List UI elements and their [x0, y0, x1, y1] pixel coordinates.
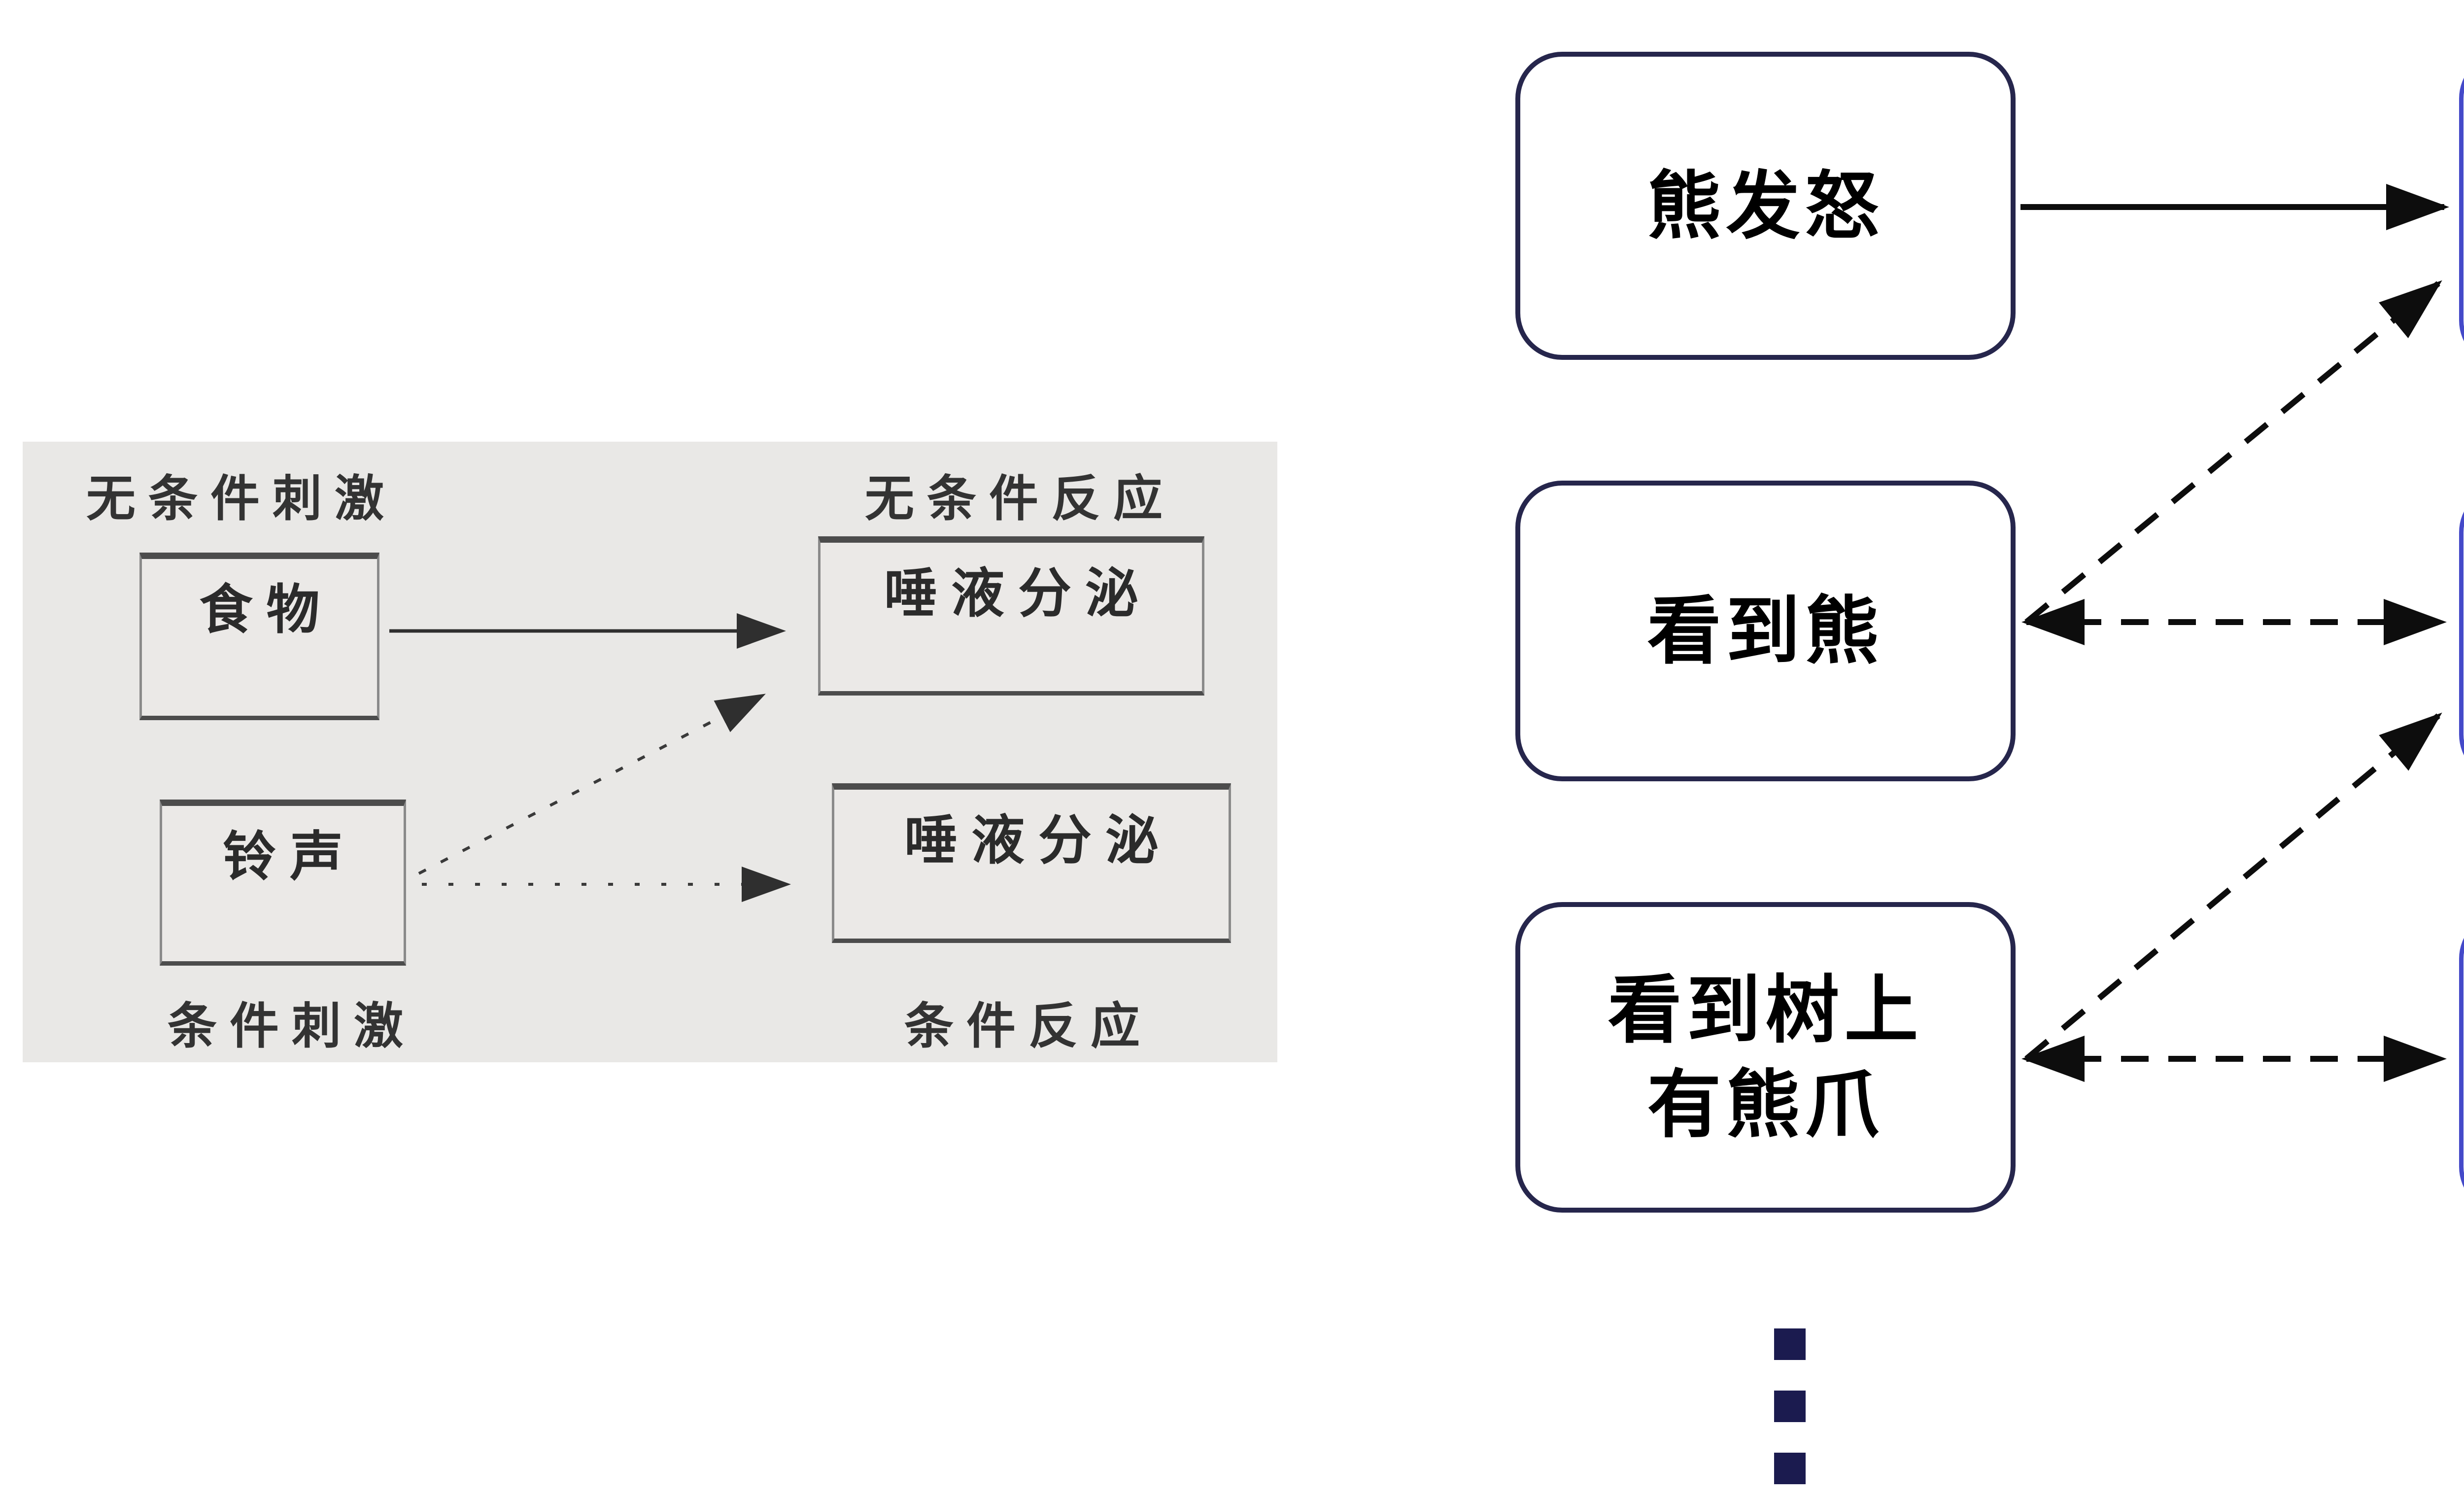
node-bear-anger-label: 熊发怒	[1647, 164, 1884, 247]
node-bell-label: 铃声	[222, 827, 357, 886]
node-see-bear: 看到熊	[1515, 481, 2016, 781]
label-unconditioned-response: 无条件反应	[865, 471, 1175, 526]
node-see-bear-label: 看到熊	[1647, 590, 1884, 672]
node-value-next-state: V(s′)	[2459, 486, 2464, 781]
label-unconditioned-stimulus: 无条件刺激	[86, 471, 397, 526]
node-see-bear-claws-line2: 有熊爪	[1647, 1063, 1884, 1146]
node-food: 食物	[139, 553, 379, 720]
pavlov-panel: 无条件刺激 无条件反应 条件刺激 条件反应 食物 唾液分泌 铃声 唾液分泌	[23, 442, 1277, 1062]
node-bell: 铃声	[160, 800, 406, 966]
arrow-see-bear-to-reward-dashed	[2024, 280, 2442, 625]
node-see-bear-claws: 看到树上 有熊爪	[1515, 902, 2016, 1213]
label-conditioned-response: 条件反应	[904, 999, 1153, 1054]
node-bear-anger: 熊发怒	[1515, 52, 2016, 360]
node-reward: 奖励	[2459, 52, 2464, 367]
node-salivation-unconditioned: 唾液分泌	[818, 536, 1204, 696]
node-see-bear-claws-line1: 看到树上	[1608, 969, 1923, 1051]
label-conditioned-stimulus: 条件刺激	[168, 999, 416, 1054]
node-salivation-conditioned-label: 唾液分泌	[904, 810, 1172, 870]
ellipsis-dot	[1774, 1328, 1806, 1360]
node-salivation-conditioned: 唾液分泌	[832, 783, 1231, 943]
ellipsis-dot	[1774, 1453, 1806, 1484]
node-value-current-state: V(s)	[2459, 912, 2464, 1214]
ellipsis-dot	[1774, 1391, 1806, 1422]
arrow-see-claws-to-value-next-dashed	[2024, 712, 2442, 1061]
node-salivation-unconditioned-label: 唾液分泌	[884, 563, 1152, 623]
node-food-label: 食物	[199, 580, 334, 639]
